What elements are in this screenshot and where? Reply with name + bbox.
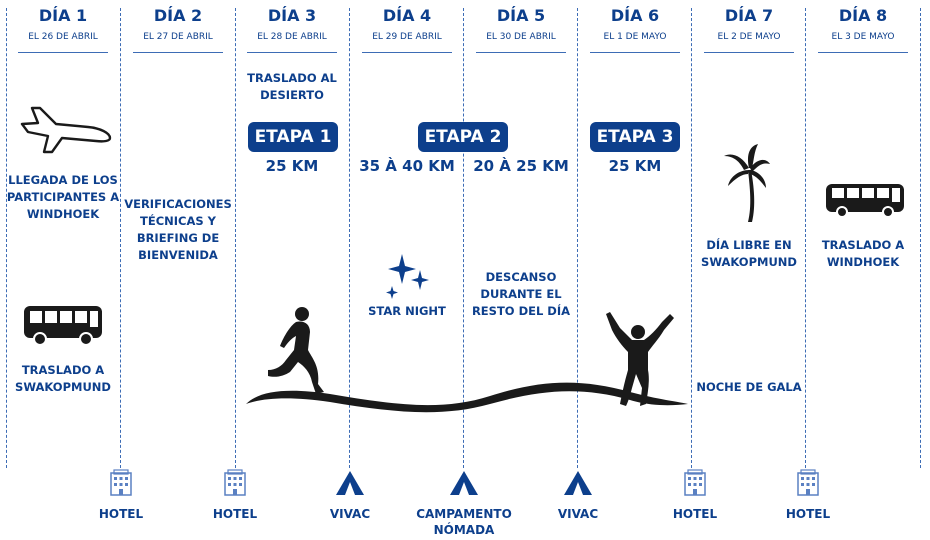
day-separator xyxy=(691,8,692,468)
day-4-title: DÍA 4 xyxy=(382,6,432,25)
day-separator xyxy=(920,8,921,468)
day-separator xyxy=(349,8,350,468)
tent-icon xyxy=(336,471,364,495)
stars-icon xyxy=(386,254,429,299)
race-route-ribbon xyxy=(246,382,688,413)
day-1-date: EL 26 DE ABRIL xyxy=(28,32,98,42)
hotel-icon xyxy=(684,469,706,496)
stage-2-badge: ETAPA 2 xyxy=(418,122,508,152)
stage-2-distance-b: 20 À 25 KM xyxy=(473,157,569,175)
gala-text: NOCHE DE GALA xyxy=(696,380,802,394)
day-separator xyxy=(120,8,121,468)
hotel-icon xyxy=(224,469,246,496)
rest-text: DESCANSO DURANTE EL RESTO DEL DÍA xyxy=(471,270,571,318)
day-separator xyxy=(235,8,236,468)
day-2-title: DÍA 2 xyxy=(153,6,203,25)
stage-1-badge: ETAPA 1 xyxy=(248,122,338,152)
day-2-date: EL 27 DE ABRIL xyxy=(143,32,213,42)
day-separator xyxy=(805,8,806,468)
day-3-underline xyxy=(247,52,337,53)
day-6-underline xyxy=(590,52,680,53)
airplane-icon xyxy=(20,106,112,154)
transfer-swakopmund-text: TRASLADO A SWAKOPMUND xyxy=(15,363,111,394)
stage-3-badge: ETAPA 3 xyxy=(590,122,680,152)
finisher-silhouette-icon xyxy=(606,312,674,406)
bus-icon xyxy=(24,306,102,346)
tent-icon xyxy=(564,471,592,495)
day-3-title: DÍA 3 xyxy=(267,6,317,25)
day-2-underline xyxy=(133,52,223,53)
day-3-date: EL 28 DE ABRIL xyxy=(257,32,327,42)
day-separator xyxy=(463,8,464,468)
hotel-icon xyxy=(110,469,132,496)
day-8-underline xyxy=(818,52,908,53)
stage-3-distance: 25 KM xyxy=(608,157,662,175)
day-4-underline xyxy=(362,52,452,53)
day-1-underline xyxy=(18,52,108,53)
stage-1-distance: 25 KM xyxy=(265,157,319,175)
checks-briefing-text: VERIFICACIONES TÉCNICAS Y BRIEFING DE BI… xyxy=(124,197,232,262)
day-4-date: EL 29 DE ABRIL xyxy=(372,32,442,42)
day-separator xyxy=(6,8,7,468)
lodging-label: HOTEL xyxy=(98,507,144,521)
day-8-title: DÍA 8 xyxy=(838,6,888,25)
tent-icon xyxy=(450,471,478,495)
lodging-label: VIVAC xyxy=(329,507,371,521)
day-6-date: EL 1 DE MAYO xyxy=(603,32,667,42)
day-separator xyxy=(577,8,578,468)
star-night-text: STAR NIGHT xyxy=(368,304,446,318)
day-7-title: DÍA 7 xyxy=(724,6,774,25)
day-5-underline xyxy=(476,52,566,53)
bus-icon xyxy=(826,184,904,218)
day-5-date: EL 30 DE ABRIL xyxy=(486,32,556,42)
day-7-date: EL 2 DE MAYO xyxy=(717,32,781,42)
transfer-windhoek-text: TRASLADO A WINDHOEK xyxy=(821,238,905,269)
transfer-desert-text: TRASLADO AL DESIERTO xyxy=(247,71,337,102)
hotel-icon xyxy=(797,469,819,496)
lodging-label: HOTEL xyxy=(672,507,718,521)
palm-tree-icon xyxy=(724,144,770,222)
lodging-label: HOTEL xyxy=(212,507,258,521)
lodging-label: CAMPAMENTO NÓMADA xyxy=(416,507,512,537)
day-7-underline xyxy=(704,52,794,53)
day-1-title: DÍA 1 xyxy=(38,6,88,25)
day-5-title: DÍA 5 xyxy=(496,6,546,25)
day-6-title: DÍA 6 xyxy=(610,6,660,25)
day-8-date: EL 3 DE MAYO xyxy=(831,32,895,42)
free-day-text: DÍA LIBRE EN SWAKOPMUND xyxy=(701,238,797,269)
stage-2-distance-a: 35 À 40 KM xyxy=(359,157,455,175)
lodging-label: VIVAC xyxy=(557,507,599,521)
runner-silhouette-icon xyxy=(268,307,324,394)
arrival-text: LLEGADA DE LOS PARTICIPANTES A WINDHOEK xyxy=(6,173,120,221)
lodging-label: HOTEL xyxy=(785,507,831,521)
